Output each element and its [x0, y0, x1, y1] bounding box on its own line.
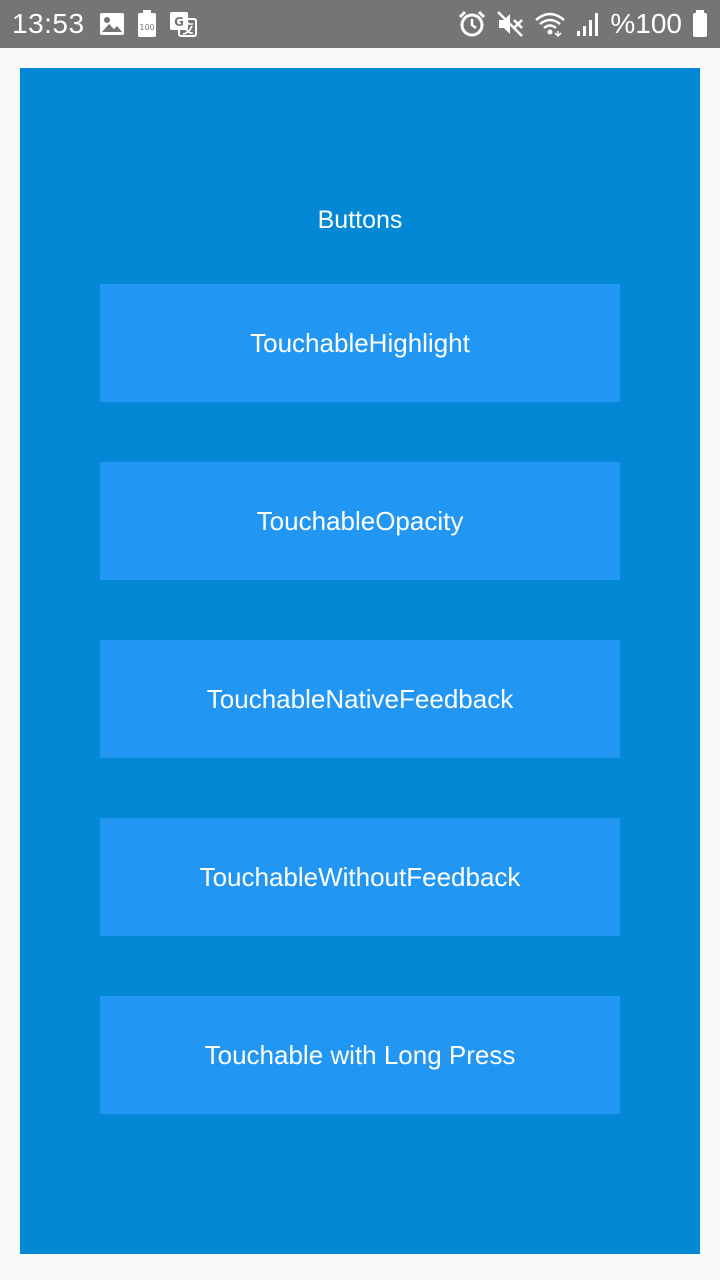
button-label: Touchable with Long Press	[204, 1039, 516, 1070]
alarm-icon	[458, 10, 486, 38]
touchable-highlight-button[interactable]: TouchableHighlight	[100, 284, 620, 402]
status-bar: 13:53 100 G	[0, 0, 720, 48]
button-label: TouchableOpacity	[256, 505, 464, 536]
button-label: TouchableWithoutFeedback	[199, 861, 521, 892]
status-right-icons: %100	[458, 8, 708, 40]
touchable-long-press-button[interactable]: Touchable with Long Press	[100, 996, 620, 1114]
battery-saver-label: 100	[139, 23, 154, 32]
touchable-opacity-button[interactable]: TouchableOpacity	[100, 462, 620, 580]
status-time: 13:53	[12, 8, 85, 39]
button-label: TouchableHighlight	[250, 327, 470, 358]
svg-text:G: G	[174, 15, 184, 29]
image-icon	[99, 12, 125, 36]
mute-icon	[496, 10, 524, 38]
screen-title: Buttons	[317, 206, 403, 234]
battery-saver-icon: 100	[137, 10, 157, 38]
touchable-native-feedback-button[interactable]: TouchableNativeFeedback	[100, 640, 620, 758]
button-label: TouchableNativeFeedback	[206, 683, 514, 714]
signal-icon	[576, 11, 600, 37]
battery-icon	[692, 10, 708, 38]
battery-percentage: %100	[610, 8, 682, 39]
google-translate-icon: G	[169, 11, 197, 37]
touchable-without-feedback-button[interactable]: TouchableWithoutFeedback	[100, 818, 620, 936]
status-left-icons: 100 G	[99, 10, 197, 38]
wifi-icon	[534, 11, 566, 37]
